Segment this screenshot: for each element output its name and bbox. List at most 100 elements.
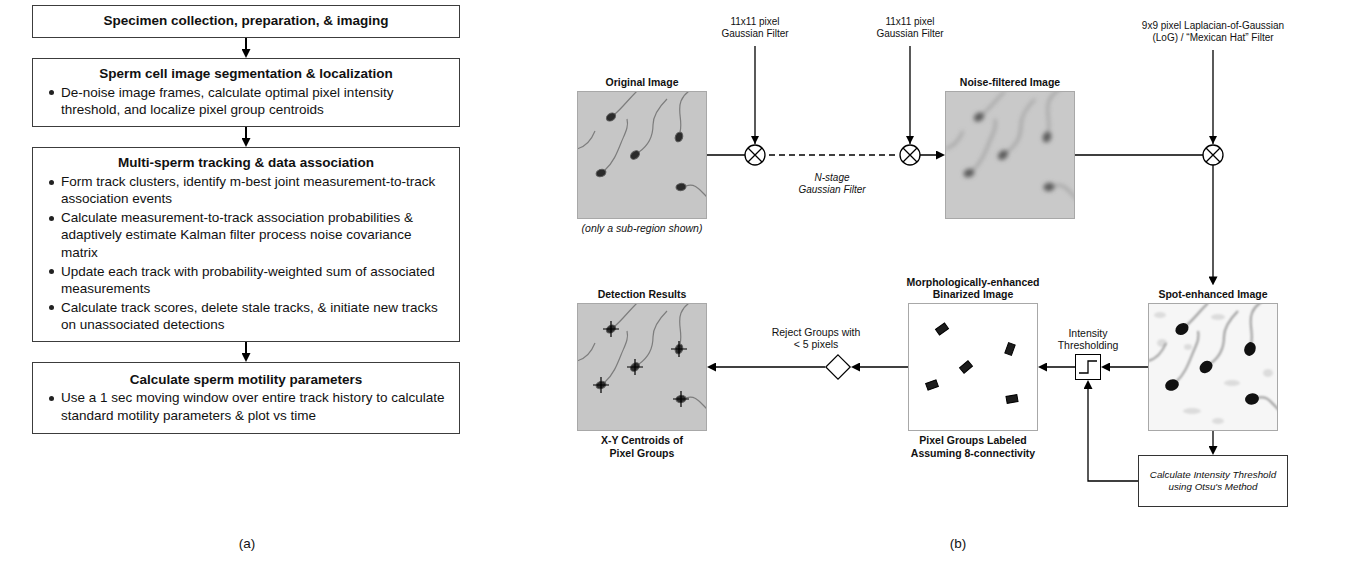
- speckle: [1224, 380, 1240, 386]
- filter-label: 11x11 pixel Gaussian Filter: [714, 16, 796, 40]
- speckle: [1212, 418, 1224, 424]
- image-panel: Noise-filtered Image: [945, 91, 1075, 219]
- speckle-noise: [1154, 312, 1273, 424]
- image-clip: [1148, 303, 1278, 431]
- filter-input-arrow: [909, 46, 910, 144]
- bullet-text: Use a 1 sec moving window over entire tr…: [43, 389, 449, 424]
- bullet-text: Update each track with probability-weigh…: [43, 263, 449, 298]
- image-clip: [945, 91, 1075, 219]
- panel-label: (a): [227, 536, 267, 552]
- binarized-image: [908, 303, 1038, 431]
- filter-input-arrow: [754, 46, 755, 144]
- image-clip: [577, 91, 707, 219]
- flow-arrow: [1043, 366, 1076, 367]
- box-heading: Calculate sperm motility parameters: [43, 371, 449, 389]
- process-box: Calculate Intensity Threshold using Otsu…: [1138, 455, 1288, 507]
- panel-caption: Pixel Groups Labeled Assuming 8-connecti…: [903, 434, 1043, 459]
- flow-arrow: [1088, 385, 1138, 482]
- image-ground: [1148, 303, 1278, 431]
- filter-label: 9x9 pixel Laplacian-of-Gaussian (LoG) / …: [1138, 20, 1288, 44]
- panel-heading: Original Image: [606, 76, 679, 89]
- process-box: Calculate sperm motility parametersUse a…: [32, 362, 460, 434]
- flow-arrow: [245, 38, 247, 54]
- sperm-heads: [595, 323, 686, 403]
- panel-heading: Noise-filtered Image: [960, 76, 1060, 89]
- flow-arrow: [245, 342, 247, 358]
- flow-arrow: [1106, 366, 1149, 367]
- decision-diamond: Reject Groups with < 5 pixels: [825, 354, 851, 380]
- centroid-crosses: [593, 321, 689, 407]
- flow-arrow: [1075, 155, 1213, 281]
- flow-arrow: [712, 366, 826, 367]
- multiply-symbol: [1203, 145, 1223, 165]
- flow-arrow: [1212, 431, 1213, 451]
- speckle: [1211, 314, 1225, 320]
- spot-enhanced-image: [1148, 299, 1288, 431]
- filter-label: 11x11 pixel Gaussian Filter: [869, 16, 951, 40]
- image-panel: Detection ResultsX-Y Centroids of Pixel …: [577, 303, 707, 431]
- multiply-cross: [1206, 148, 1220, 162]
- sperm-tails: [577, 303, 707, 419]
- box-heading: Specimen collection, preparation, & imag…: [43, 12, 449, 30]
- filter-input-arrow: [1212, 50, 1213, 144]
- panel-heading: Spot-enhanced Image: [1158, 288, 1267, 301]
- image-clip: [577, 303, 707, 431]
- multiply-cross: [903, 148, 917, 162]
- filter-label: N-stage Gaussian Filter: [792, 172, 872, 196]
- multiply-circle: [1203, 145, 1223, 165]
- panel-caption: X-Y Centroids of Pixel Groups: [592, 434, 692, 459]
- bullet-text: Calculate measurement-to-track associati…: [43, 209, 449, 262]
- pixel-groups: [926, 323, 1018, 403]
- image-ground: [908, 303, 1038, 431]
- diamond-shape: [826, 355, 850, 379]
- bullet-text: De-noise image frames, calculate optimal…: [43, 84, 449, 119]
- image-panel: Morphologically-enhanced Binarized Image…: [908, 303, 1038, 431]
- multiply-circle: [745, 145, 765, 165]
- image-clip: [908, 303, 1038, 431]
- flow-arrow: [245, 127, 247, 143]
- process-box: Specimen collection, preparation, & imag…: [32, 5, 460, 38]
- process-box: Multi-sperm tracking & data associationF…: [32, 147, 460, 342]
- sperm-tails: [577, 91, 707, 207]
- panel-heading: Detection Results: [598, 288, 687, 301]
- sperm-heads: [963, 111, 1054, 191]
- panel-caption: (only a sub-region shown): [582, 222, 703, 235]
- step-icon: [1076, 355, 1100, 379]
- sperm-tails: [1148, 303, 1278, 419]
- speckle: [1263, 369, 1273, 377]
- bullet-text: Calculate track scores, delete stale tra…: [43, 299, 449, 334]
- sperm-heads: [595, 111, 686, 191]
- detection-image: [577, 299, 717, 431]
- speckle: [1154, 312, 1166, 318]
- box-heading: Multi-sperm tracking & data association: [43, 154, 449, 172]
- image-panel: Original Image(only a sub-region shown): [577, 91, 707, 219]
- bullet-text: Form track clusters, identify m-best joi…: [43, 173, 449, 208]
- box-heading: Sperm cell image segmentation & localiza…: [43, 65, 449, 83]
- image-ground: [577, 91, 707, 219]
- panel-heading: Reject Groups with < 5 pixels: [771, 326, 861, 351]
- image-ground: [577, 303, 707, 431]
- process-box: Sperm cell image segmentation & localiza…: [32, 58, 460, 127]
- noise-filtered-image: [945, 87, 1085, 219]
- multiply-symbol: [900, 145, 920, 165]
- panel-heading: Intensity Thresholding: [1051, 327, 1126, 352]
- blurred-cells: [945, 91, 1075, 207]
- flow-arrow: [856, 366, 909, 367]
- speckle: [1183, 408, 1201, 414]
- multiply-cross: [748, 148, 762, 162]
- multiply-circle: [900, 145, 920, 165]
- image-ground: [945, 91, 1075, 219]
- original-image: [577, 87, 717, 219]
- box-text: Calculate Intensity Threshold using Otsu…: [1144, 469, 1282, 493]
- speckle: [1184, 344, 1192, 350]
- diamond-outline: [825, 354, 851, 380]
- sperm-heads: [1166, 323, 1257, 403]
- sperm-tails: [945, 91, 1075, 207]
- image-panel: Spot-enhanced Image: [1148, 303, 1278, 431]
- step-function: [1079, 361, 1097, 373]
- multiply-symbol: [745, 145, 765, 165]
- panel-heading: Morphologically-enhanced Binarized Image: [893, 276, 1053, 301]
